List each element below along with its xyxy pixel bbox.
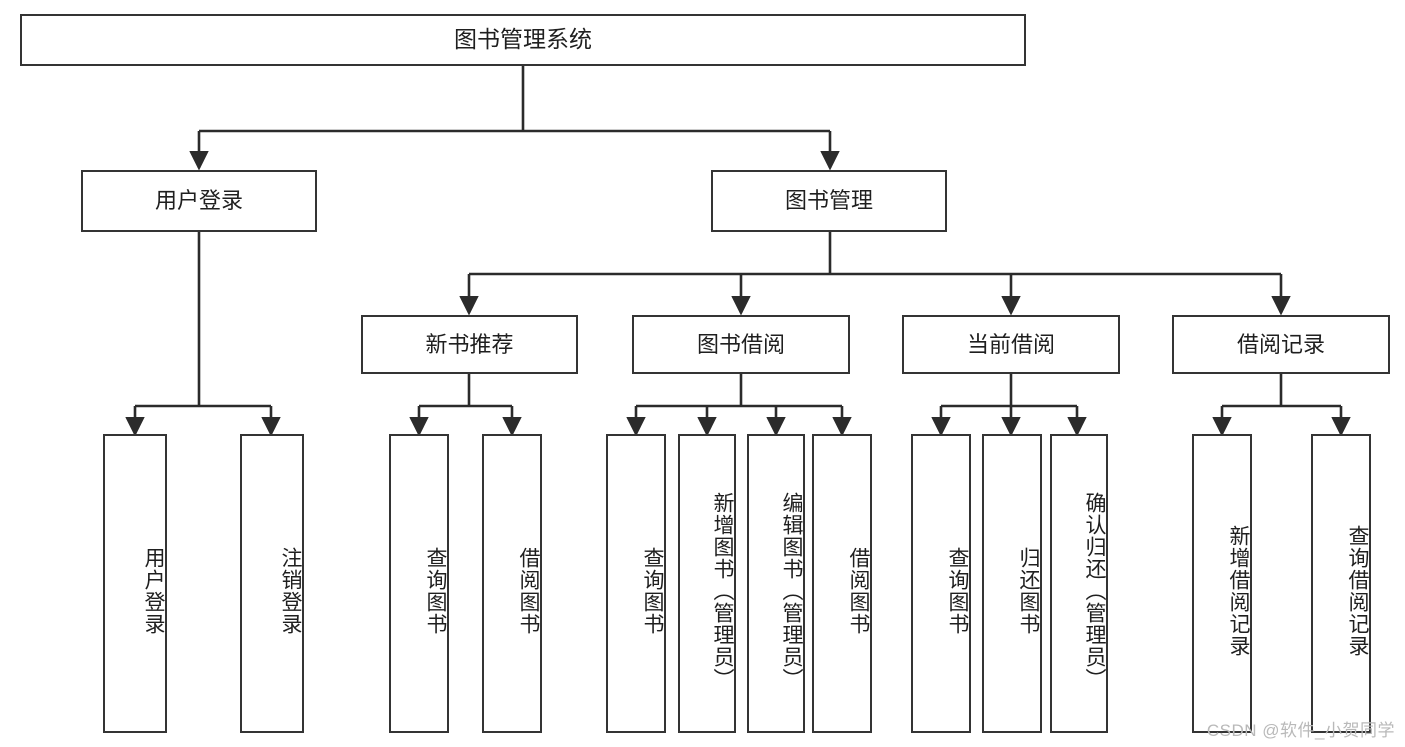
- leaf-borrow-borrow-book[interactable]: 借阅图书: [812, 434, 872, 733]
- node-borrow-records[interactable]: 借阅记录: [1172, 315, 1390, 374]
- node-label: 编辑图书（管理员）: [780, 491, 803, 690]
- leaf-borrow-edit-book-admin[interactable]: 编辑图书（管理员）: [747, 434, 805, 733]
- node-label: 归还图书: [1017, 546, 1040, 635]
- leaf-current-return-book[interactable]: 归还图书: [982, 434, 1042, 733]
- node-user-login[interactable]: 用户登录: [81, 170, 317, 232]
- leaf-records-query-record[interactable]: 查询借阅记录: [1311, 434, 1371, 733]
- node-label: 图书管理: [784, 188, 873, 214]
- watermark-text: CSDN @软件_小贺同学: [1206, 721, 1395, 740]
- leaf-new-book-borrow[interactable]: 借阅图书: [482, 434, 542, 733]
- node-label: 新增图书（管理员）: [711, 491, 734, 690]
- node-label: 当前借阅: [966, 331, 1055, 357]
- leaf-user-login-signin[interactable]: 用户登录: [103, 434, 167, 733]
- node-label: 借阅记录: [1236, 331, 1325, 357]
- node-label: 查询图书: [946, 546, 969, 635]
- leaf-borrow-query-book[interactable]: 查询图书: [606, 434, 666, 733]
- node-label: 新增借阅记录: [1227, 524, 1250, 657]
- node-label: 新书推荐: [425, 331, 514, 357]
- leaf-new-book-query[interactable]: 查询图书: [389, 434, 449, 733]
- node-book-management[interactable]: 图书管理: [711, 170, 947, 232]
- node-label: 用户登录: [142, 546, 165, 635]
- node-label: 查询借阅记录: [1346, 524, 1369, 657]
- node-current-borrow[interactable]: 当前借阅: [902, 315, 1120, 374]
- node-label: 用户登录: [154, 188, 243, 214]
- node-book-borrow[interactable]: 图书借阅: [632, 315, 850, 374]
- node-label: 查询图书: [641, 546, 664, 635]
- node-root-system[interactable]: 图书管理系统: [20, 14, 1026, 66]
- node-label: 借阅图书: [517, 546, 540, 635]
- leaf-user-login-signout[interactable]: 注销登录: [240, 434, 304, 733]
- leaf-borrow-add-book-admin[interactable]: 新增图书（管理员）: [678, 434, 736, 733]
- node-label: 注销登录: [279, 546, 302, 635]
- node-new-book-recommend[interactable]: 新书推荐: [361, 315, 578, 374]
- leaf-current-confirm-return-admin[interactable]: 确认归还（管理员）: [1050, 434, 1108, 733]
- leaf-records-add-record[interactable]: 新增借阅记录: [1192, 434, 1252, 733]
- node-label: 图书借阅: [696, 331, 785, 357]
- node-label: 查询图书: [424, 546, 447, 635]
- node-label: 图书管理系统: [454, 26, 592, 53]
- leaf-current-query-book[interactable]: 查询图书: [911, 434, 971, 733]
- node-label: 确认归还（管理员）: [1083, 491, 1106, 690]
- node-label: 借阅图书: [847, 546, 870, 635]
